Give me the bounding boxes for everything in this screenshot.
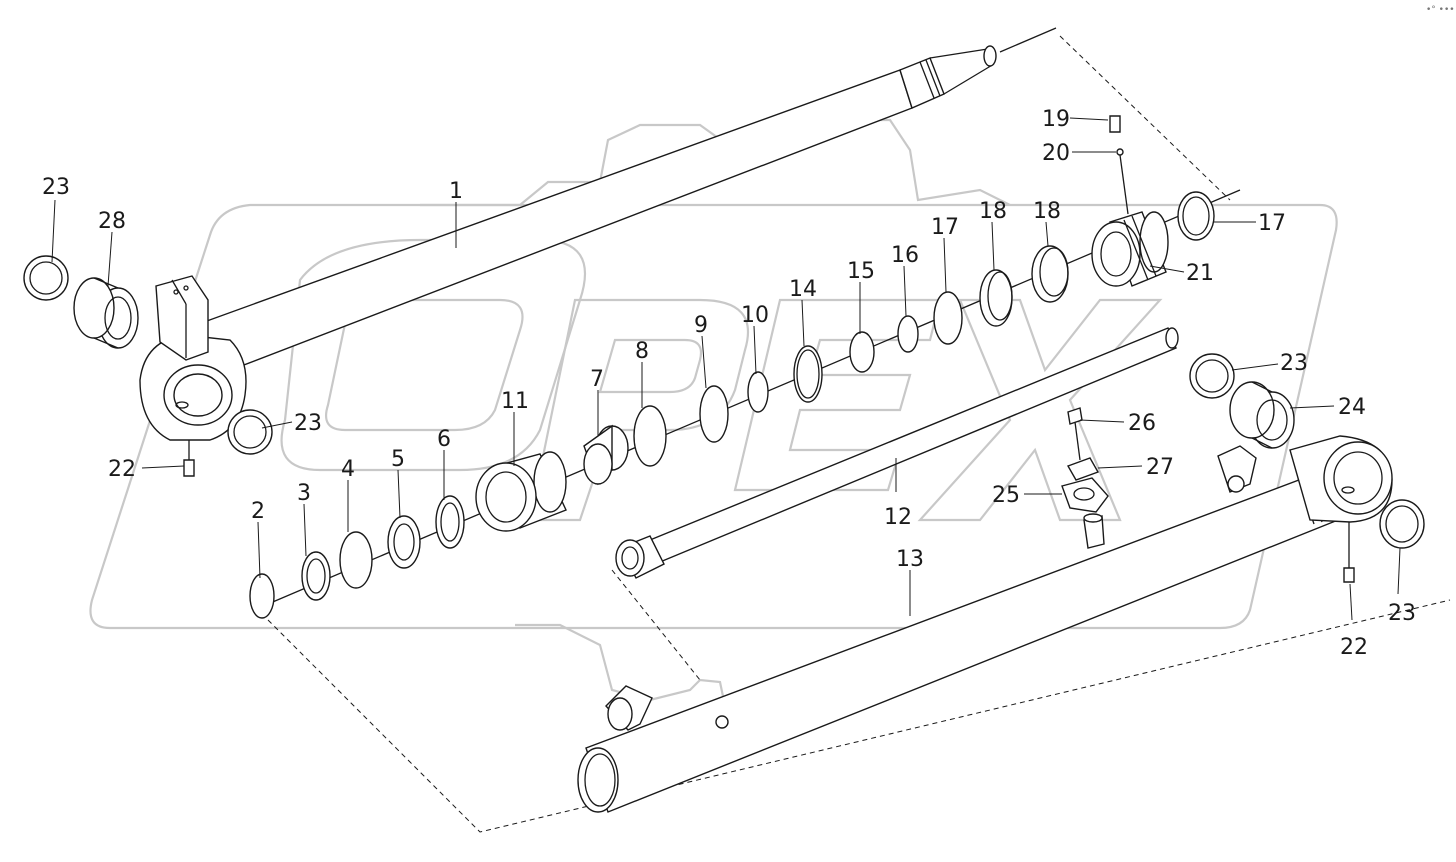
callout-4: 4 [341, 457, 355, 482]
bushing-rod-end [73, 277, 139, 349]
callout-22-left: 22 [108, 457, 136, 482]
guide-sleeve-11 [475, 451, 567, 532]
callout-23-top-right: 23 [1280, 351, 1308, 376]
callout-23-bottom-right: 23 [1388, 601, 1416, 626]
callout-23-top-left: 23 [42, 175, 70, 200]
callout-21: 21 [1186, 261, 1214, 286]
callout-2: 2 [251, 499, 265, 524]
callout-23-eye: 23 [294, 411, 322, 436]
corner-mark: •° ••• [1426, 5, 1455, 15]
ring-4 [339, 531, 373, 589]
grease-nipple-barrel-end [1343, 522, 1355, 583]
leader-lines [51, 117, 1401, 621]
ring-15 [849, 331, 875, 373]
callout-12: 12 [884, 505, 912, 530]
callout-9: 9 [694, 313, 708, 338]
clamp-block [1083, 513, 1105, 549]
watermark-letter-x [917, 298, 1163, 522]
ring-17a [933, 291, 963, 345]
rod-eye-grease-block [155, 275, 209, 361]
callout-20: 20 [1042, 141, 1070, 166]
watermark-letter-p [528, 298, 750, 522]
grease-nipple-rod-end [183, 440, 195, 477]
callout-26: 26 [1128, 411, 1156, 436]
bushing-7 [583, 424, 629, 486]
watermark-badge-outline [89, 203, 1338, 630]
ring-17b [1177, 191, 1215, 241]
watermark [89, 118, 1338, 732]
callout-18-right: 18 [1033, 199, 1061, 224]
ring-16 [897, 315, 919, 353]
cylinder-barrel-13 [577, 435, 1393, 813]
seal-ring-rod-end-outer [23, 255, 69, 301]
callout-1: 1 [449, 179, 463, 204]
oil-tube-12 [615, 327, 1179, 579]
callout-8: 8 [635, 339, 649, 364]
callout-3: 3 [297, 481, 311, 506]
barrel-port [715, 715, 729, 729]
callout-5: 5 [391, 447, 405, 472]
wear-ring-18a [979, 269, 1013, 327]
ring-6 [435, 495, 465, 549]
ball-20 [1116, 148, 1129, 215]
bushing-barrel-end [1229, 381, 1295, 449]
wear-ring-18b [1031, 245, 1069, 303]
elbow-fitting-left [605, 685, 653, 731]
callout-16: 16 [891, 243, 919, 268]
assembly-guides [267, 35, 1451, 833]
callout-28: 28 [98, 209, 126, 234]
callout-7: 7 [590, 367, 604, 392]
callout-17-right: 17 [1258, 211, 1286, 236]
seal-ring-rod-end-inner [227, 409, 273, 455]
callout-24: 24 [1338, 395, 1366, 420]
callout-22-right: 22 [1340, 635, 1368, 660]
bolt-26 [1067, 407, 1083, 461]
watermark-letter-e [733, 298, 942, 492]
callout-15: 15 [847, 259, 875, 284]
piston-21 [1091, 211, 1169, 287]
callout-6: 6 [437, 427, 451, 452]
callout-13: 13 [896, 547, 924, 572]
callout-18-left: 18 [979, 199, 1007, 224]
callout-19: 19 [1042, 107, 1070, 132]
ring-8 [633, 405, 667, 467]
rod-eye [139, 275, 247, 441]
callout-labels: 1 2 3 4 5 6 7 8 9 10 11 12 13 14 15 16 1… [42, 5, 1455, 660]
callout-10: 10 [741, 303, 769, 328]
ring-14 [793, 345, 823, 403]
seal-ring-barrel-end-outer [1189, 353, 1235, 399]
callout-11: 11 [501, 389, 529, 414]
ring-9 [699, 385, 729, 443]
seal-stack [249, 191, 1215, 619]
set-screw-19 [1109, 115, 1121, 133]
callout-14: 14 [789, 277, 817, 302]
ring-10 [747, 371, 769, 413]
seal-ring-barrel-end-inner [1379, 499, 1425, 549]
elbow-fitting-right [1217, 445, 1257, 493]
callout-27: 27 [1146, 455, 1174, 480]
callout-25: 25 [992, 483, 1020, 508]
washer-27 [1066, 457, 1100, 481]
ring-5 [387, 515, 421, 569]
callout-17-left: 17 [931, 215, 959, 240]
clamp-25 [1061, 477, 1109, 513]
ring-2 [249, 573, 275, 619]
